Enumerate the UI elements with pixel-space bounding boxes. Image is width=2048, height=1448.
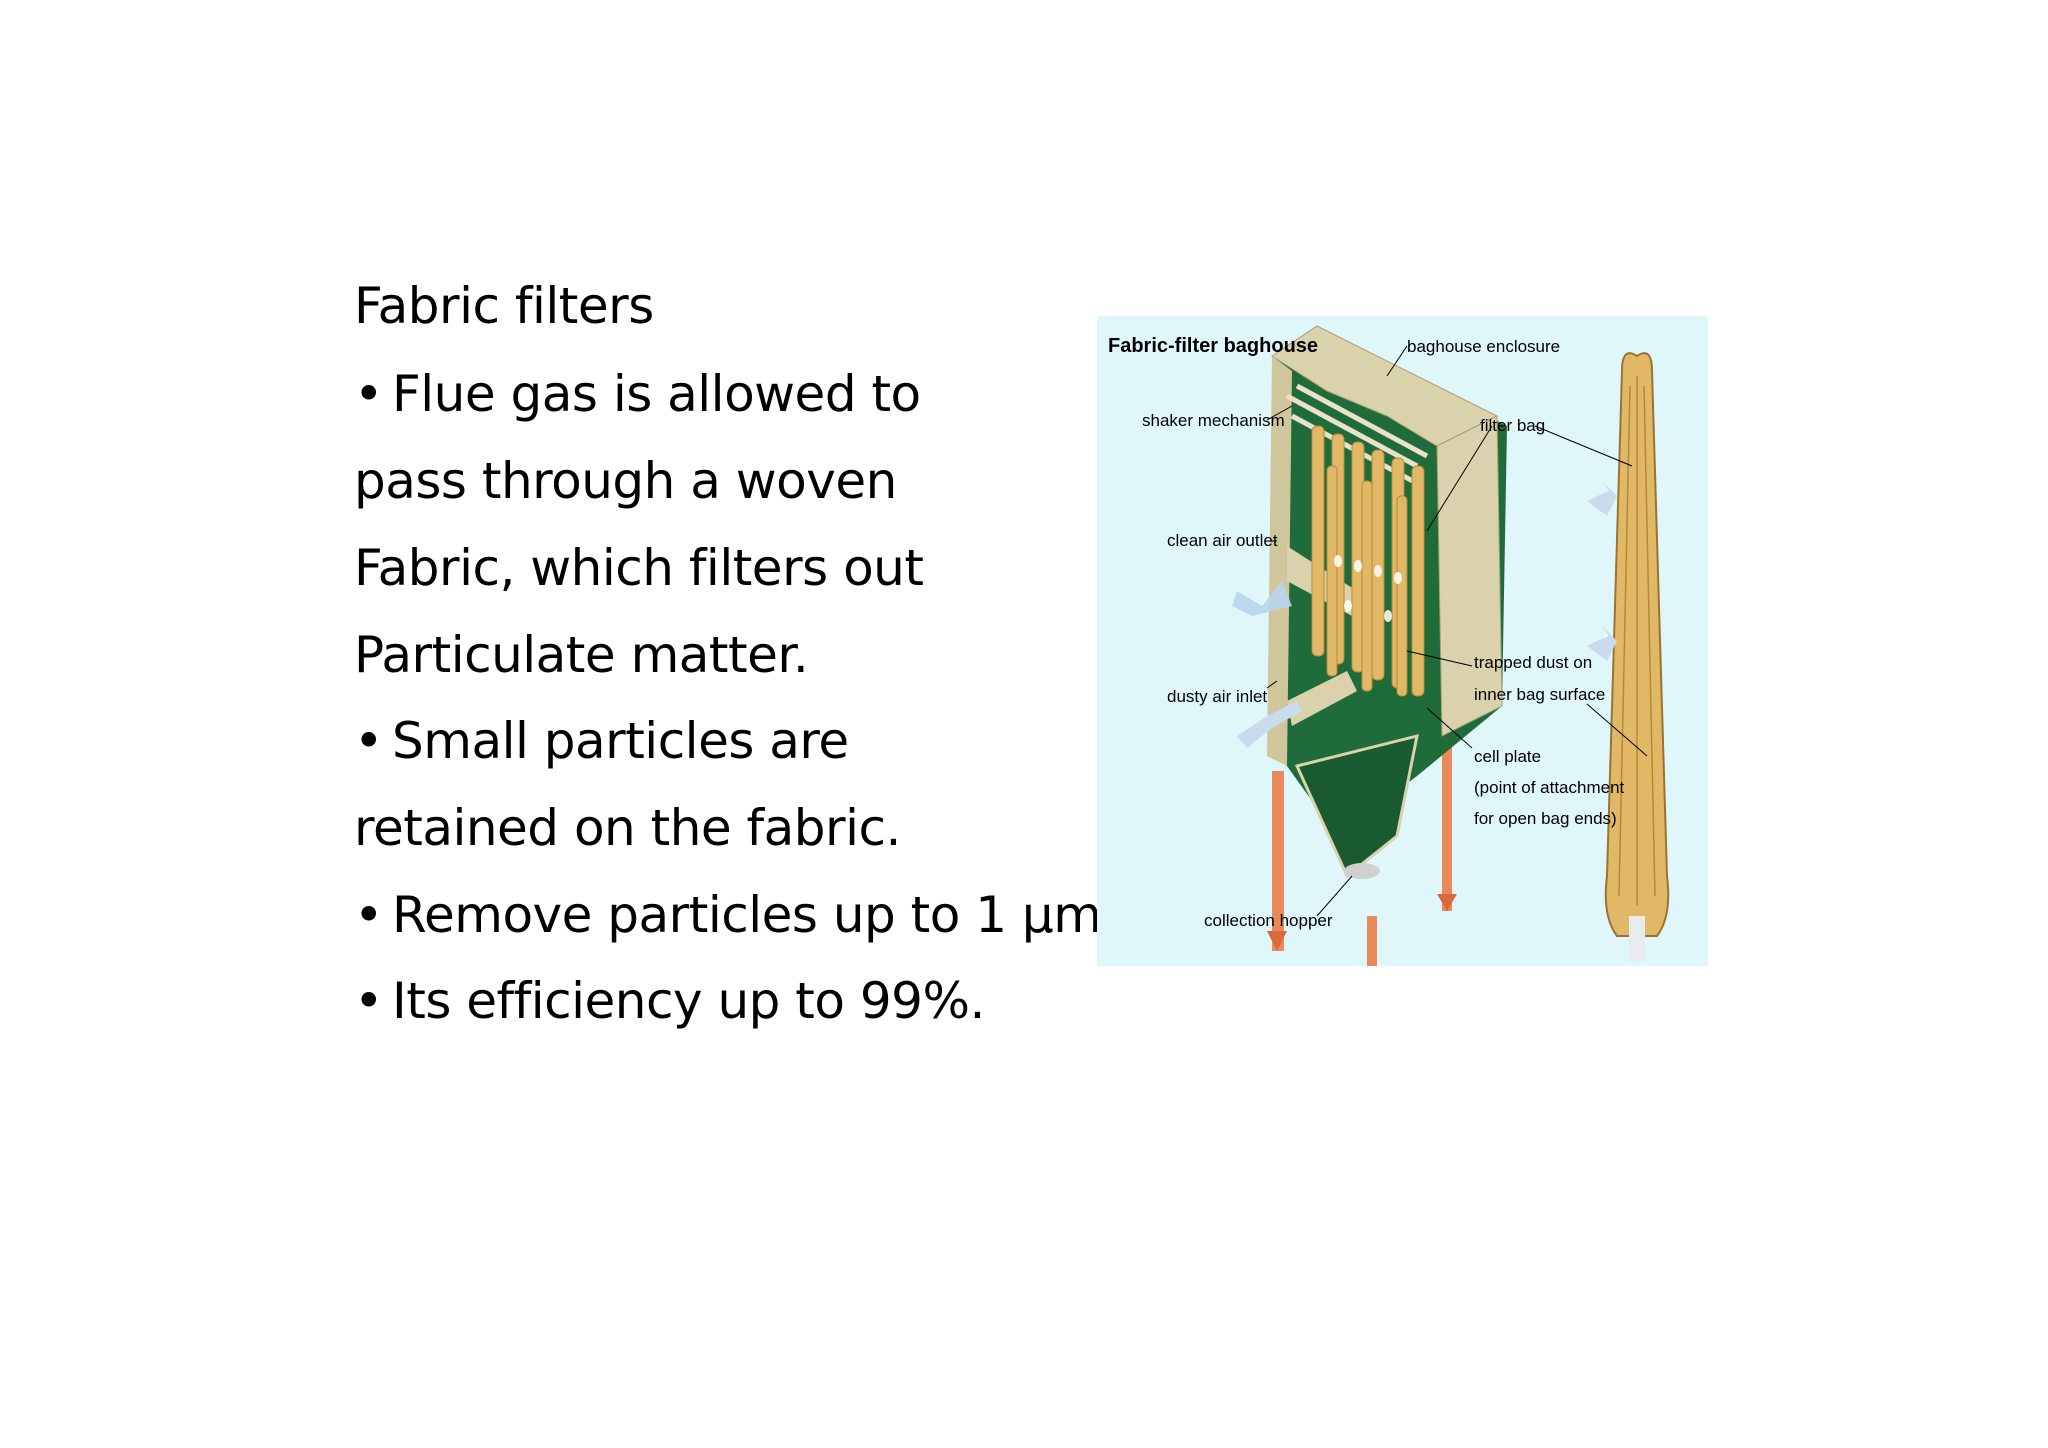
baghouse-side-panel (1436, 415, 1503, 737)
leader-lines (1266, 345, 1648, 917)
support-leg (1442, 711, 1452, 911)
label-filter-bag: filter bag (1480, 416, 1545, 435)
bullet-glyph: • (354, 365, 384, 423)
baghouse-diagram: Fabric-filter baghouse baghouse enclosur… (1097, 316, 1708, 966)
hopper-outlet (1344, 863, 1380, 879)
bullet-line: •Small particles are (354, 711, 849, 771)
bullet-line: •Its efficiency up to 99%. (354, 971, 985, 1031)
bullet-line: •Flue gas is allowed to (354, 364, 921, 424)
clean-air-arrow (1232, 581, 1292, 616)
filter-bags (1311, 425, 1425, 697)
bullet-glyph: • (354, 886, 384, 944)
bag-pleats (1618, 376, 1656, 906)
text-line: Particulate matter. (354, 626, 809, 684)
baghouse-illustration: Fabric-filter baghouse baghouse enclosur… (1097, 316, 1708, 966)
bag-air-arrow (1587, 626, 1617, 661)
bullet-line: •Remove particles up to 1 µm (354, 885, 1102, 945)
air-puffs (1334, 555, 1402, 622)
dusty-air-arrow (1237, 701, 1302, 748)
support-leg (1367, 916, 1377, 966)
line-text: Remove particles up to 1 µm (392, 886, 1102, 944)
bullet-glyph: • (354, 712, 384, 770)
leg-foot (1437, 894, 1457, 911)
label-trapped-dust: inner bag surface (1474, 685, 1605, 704)
diagram-title: Fabric-filter baghouse (1108, 335, 1318, 357)
line-text: Small particles are (392, 712, 849, 770)
label-collection-hopper: collection hopper (1204, 911, 1333, 930)
label-clean-air-outlet: clean air outlet (1167, 531, 1278, 550)
slide-title: Fabric filters (354, 277, 654, 335)
bullet-glyph: • (354, 972, 384, 1030)
label-cell-plate: cell plate (1474, 747, 1541, 766)
label-baghouse-enclosure: baghouse enclosure (1407, 337, 1560, 356)
line-text: Its efficiency up to 99%. (392, 972, 985, 1030)
text-line: pass through a woven (354, 452, 897, 510)
label-shaker-mechanism: shaker mechanism (1142, 411, 1285, 430)
label-dusty-air-inlet: dusty air inlet (1167, 687, 1267, 706)
leg-foot (1267, 931, 1287, 951)
label-cell-plate: (point of attachment (1474, 778, 1625, 797)
inlet-ledge (1287, 671, 1357, 726)
baghouse-wall (1267, 356, 1292, 766)
line-text: Flue gas is allowed to (392, 365, 921, 423)
text-line: Fabric, which filters out (354, 539, 924, 597)
support-leg (1272, 771, 1284, 951)
label-cell-plate: for open bag ends) (1474, 809, 1617, 828)
bag-base (1629, 916, 1645, 961)
bag-air-arrow (1587, 481, 1617, 516)
text-line: retained on the fabric. (354, 799, 901, 857)
label-trapped-dust: trapped dust on (1474, 653, 1592, 672)
collection-hopper-body (1294, 733, 1419, 879)
